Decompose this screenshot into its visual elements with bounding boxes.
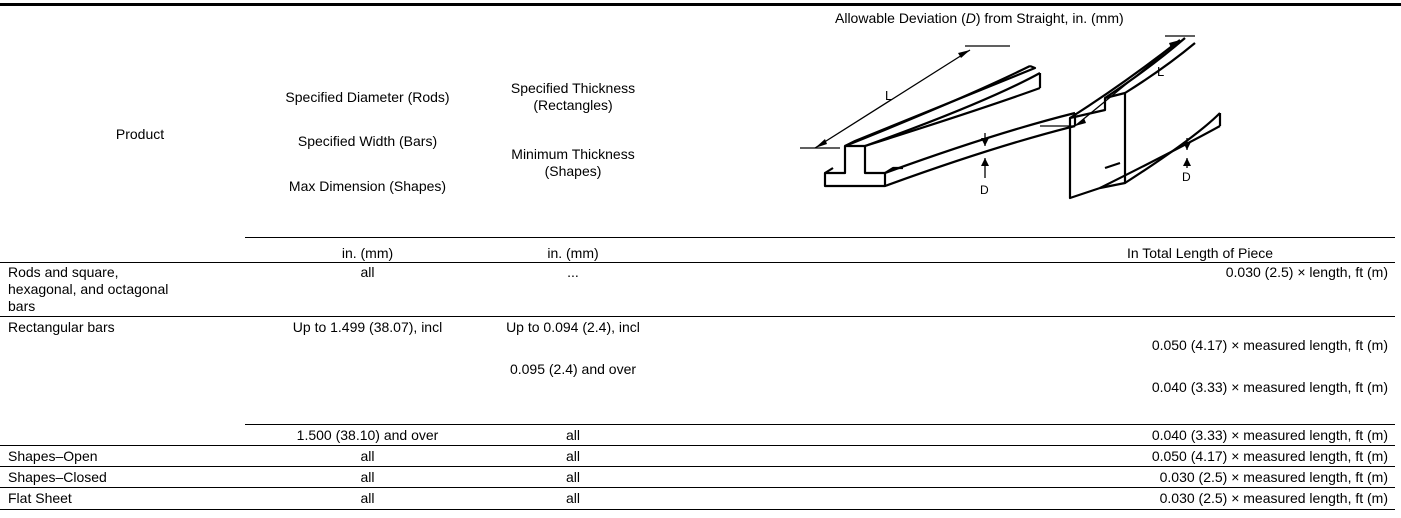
dimension-header-line-2: Specified Width (Bars) xyxy=(297,133,438,149)
row-thickness: 0.095 (2.4) and over xyxy=(509,361,637,377)
dimension-header-line-1: Specified Diameter (Rods) xyxy=(285,89,450,105)
closed-section-bar-drawing xyxy=(1068,37,1222,200)
row-deviation: 0.040 (3.33) × measured length, ft (m) xyxy=(1151,427,1388,443)
row-dimension: 1.500 (38.10) and over xyxy=(296,427,439,443)
deviation-arrows xyxy=(984,133,1188,178)
row-product: Rods and square, hexagonal, and octagona… xyxy=(8,264,169,314)
row-product: Rectangular bars xyxy=(8,319,115,335)
length-label-right: L xyxy=(1157,64,1164,79)
row-deviation: 0.030 (2.5) × measured length, ft (m) xyxy=(1159,469,1388,485)
row-dimension: all xyxy=(360,264,375,280)
deviation-header-title: Allowable Deviation (D) from Straight, i… xyxy=(835,10,1124,27)
length-dimension-arrows xyxy=(800,35,1195,149)
arrow-heads xyxy=(815,40,1191,166)
product-header: Product xyxy=(115,126,165,142)
top-rule xyxy=(0,3,1401,6)
row-product: Shapes–Open xyxy=(8,448,98,464)
row-product: Shapes–Closed xyxy=(8,469,107,485)
row-dimension: all xyxy=(360,448,375,464)
deviation-units: In Total Length of Piece xyxy=(1126,245,1274,261)
thickness-units: in. (mm) xyxy=(547,245,599,261)
thickness-header-line-2: Minimum Thickness (Shapes) xyxy=(511,146,635,179)
deviation-title-symbol: D xyxy=(965,10,976,26)
deviation-label-right: D xyxy=(1182,170,1191,184)
row-thickness: all xyxy=(565,490,580,506)
row-deviation: 0.030 (2.5) × measured length, ft (m) xyxy=(1159,490,1388,506)
deviation-label-left: D xyxy=(980,183,989,197)
row-divider xyxy=(0,316,1395,317)
table-bottom-rule xyxy=(0,509,1395,510)
row-dimension: Up to 1.499 (38.07), incl xyxy=(292,319,443,335)
row-divider xyxy=(245,424,1395,425)
thickness-header-line-1: Specified Thickness (Rectangles) xyxy=(510,80,636,113)
row-thickness: Up to 0.094 (2.4), incl xyxy=(506,319,640,335)
row-thickness: all xyxy=(565,448,580,464)
row-deviation: 0.050 (4.17) × measured length, ft (m) xyxy=(1151,337,1388,353)
row-deviation: 0.040 (3.33) × measured length, ft (m) xyxy=(1151,379,1388,395)
units-rule xyxy=(245,237,1395,238)
row-divider xyxy=(0,466,1395,467)
deviation-title-suffix: ) from Straight, in. (mm) xyxy=(975,10,1124,26)
t-section-bar-drawing xyxy=(823,64,1077,188)
row-deviation: 0.050 (4.17) × measured length, ft (m) xyxy=(1151,448,1388,464)
dimension-units: in. (mm) xyxy=(341,245,394,261)
row-thickness: all xyxy=(565,427,580,443)
row-divider xyxy=(0,445,1395,446)
row-dimension: all xyxy=(360,490,375,506)
row-product: Flat Sheet xyxy=(8,490,72,506)
deviation-title-prefix: Allowable Deviation ( xyxy=(835,10,966,26)
row-deviation: 0.030 (2.5) × length, ft (m) xyxy=(1225,264,1388,280)
row-thickness: all xyxy=(565,469,580,485)
length-label-left: L xyxy=(885,88,892,103)
row-divider xyxy=(0,487,1395,488)
row-dimension: all xyxy=(360,469,375,485)
straightness-deviation-figure: L L D D xyxy=(800,35,1222,200)
row-thickness: ... xyxy=(567,264,579,280)
dimension-header-line-3: Max Dimension (Shapes) xyxy=(288,178,447,194)
header-bottom-rule xyxy=(0,262,1395,263)
